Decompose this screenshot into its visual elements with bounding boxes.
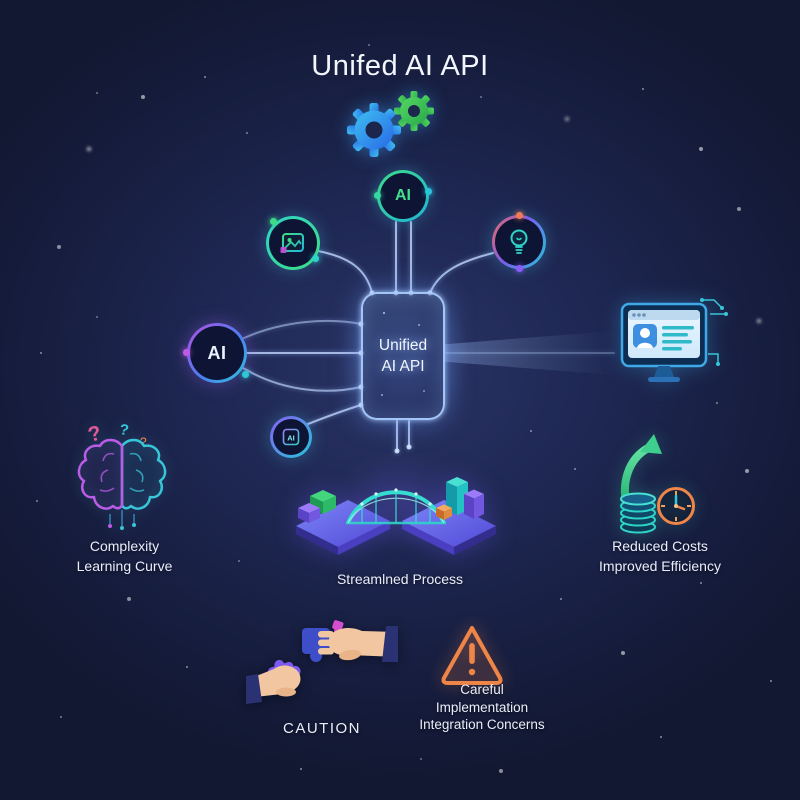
caption-streamlined-process: Streamlned Process bbox=[298, 570, 502, 590]
caption-warning-line2: Implementation bbox=[435, 699, 529, 715]
caption-costs-line1: Reduced Costs bbox=[612, 538, 708, 554]
ai-node-top: AI bbox=[374, 170, 432, 222]
caption-integration-concerns: Careful Implementation Integration Conce… bbox=[386, 681, 578, 734]
central-chip-label-line1: Unified bbox=[378, 336, 428, 354]
lightbulb-icon bbox=[510, 229, 528, 254]
page-title: Unifed AI API bbox=[311, 50, 489, 82]
central-chip-label-line2: AI API bbox=[381, 357, 425, 375]
brain-icon: ? ? ? bbox=[77, 421, 167, 530]
question-mark-icon: ? bbox=[86, 421, 104, 446]
caption-process-label: Streamlned Process bbox=[336, 571, 464, 587]
connector-dot bbox=[425, 188, 432, 195]
central-chip: Unified AI API bbox=[361, 292, 445, 420]
hand-icon bbox=[246, 665, 301, 704]
image-recognition-icon bbox=[280, 233, 304, 253]
question-mark-icon: ? bbox=[140, 435, 147, 449]
ai-chip-icon: AI bbox=[282, 428, 300, 446]
ai-chip-label: AI bbox=[287, 434, 295, 443]
caption-warning-line1: Careful bbox=[460, 682, 504, 697]
caption-complexity: Complexity Learning Curve bbox=[42, 537, 207, 576]
connector-dot bbox=[242, 371, 249, 378]
connector-dot bbox=[270, 218, 277, 225]
caption-caution-label: CAUTION bbox=[283, 720, 361, 737]
image-recognition-node bbox=[266, 216, 320, 270]
ai-chip-node: AI bbox=[270, 416, 312, 458]
gears-icon bbox=[347, 91, 434, 157]
ai-node-top-label: AI bbox=[395, 187, 411, 204]
connector-dot bbox=[374, 192, 381, 199]
connector-dot bbox=[312, 255, 319, 262]
hand-icon bbox=[318, 626, 398, 662]
caption-warning-line3: Integration Concerns bbox=[419, 717, 545, 733]
monitor-icon bbox=[620, 298, 728, 382]
connector-dot bbox=[516, 265, 523, 272]
caption-reduced-costs: Reduced Costs Improved Efficiency bbox=[566, 537, 754, 576]
bridge-icon bbox=[296, 477, 496, 555]
coin-stack-icon bbox=[620, 492, 656, 534]
caption-caution: CAUTION bbox=[246, 718, 398, 739]
coins-clock-icon bbox=[620, 434, 695, 534]
caption-costs-line2: Improved Efficiency bbox=[599, 557, 721, 574]
ai-node-left: AI bbox=[183, 323, 249, 383]
caption-complexity-line2: Learning Curve bbox=[76, 557, 173, 574]
caption-complexity-line1: Complexity bbox=[89, 538, 160, 554]
warning-triangle-icon bbox=[441, 626, 503, 685]
hands-puzzle-icon bbox=[246, 620, 398, 704]
connector-dot bbox=[183, 349, 190, 356]
ai-node-left-label: AI bbox=[207, 342, 227, 363]
question-mark-icon: ? bbox=[118, 421, 129, 439]
clock-icon bbox=[657, 487, 695, 525]
chip-sparkles bbox=[363, 294, 365, 296]
connector-dot bbox=[516, 212, 523, 219]
lightbulb-node bbox=[492, 212, 546, 272]
